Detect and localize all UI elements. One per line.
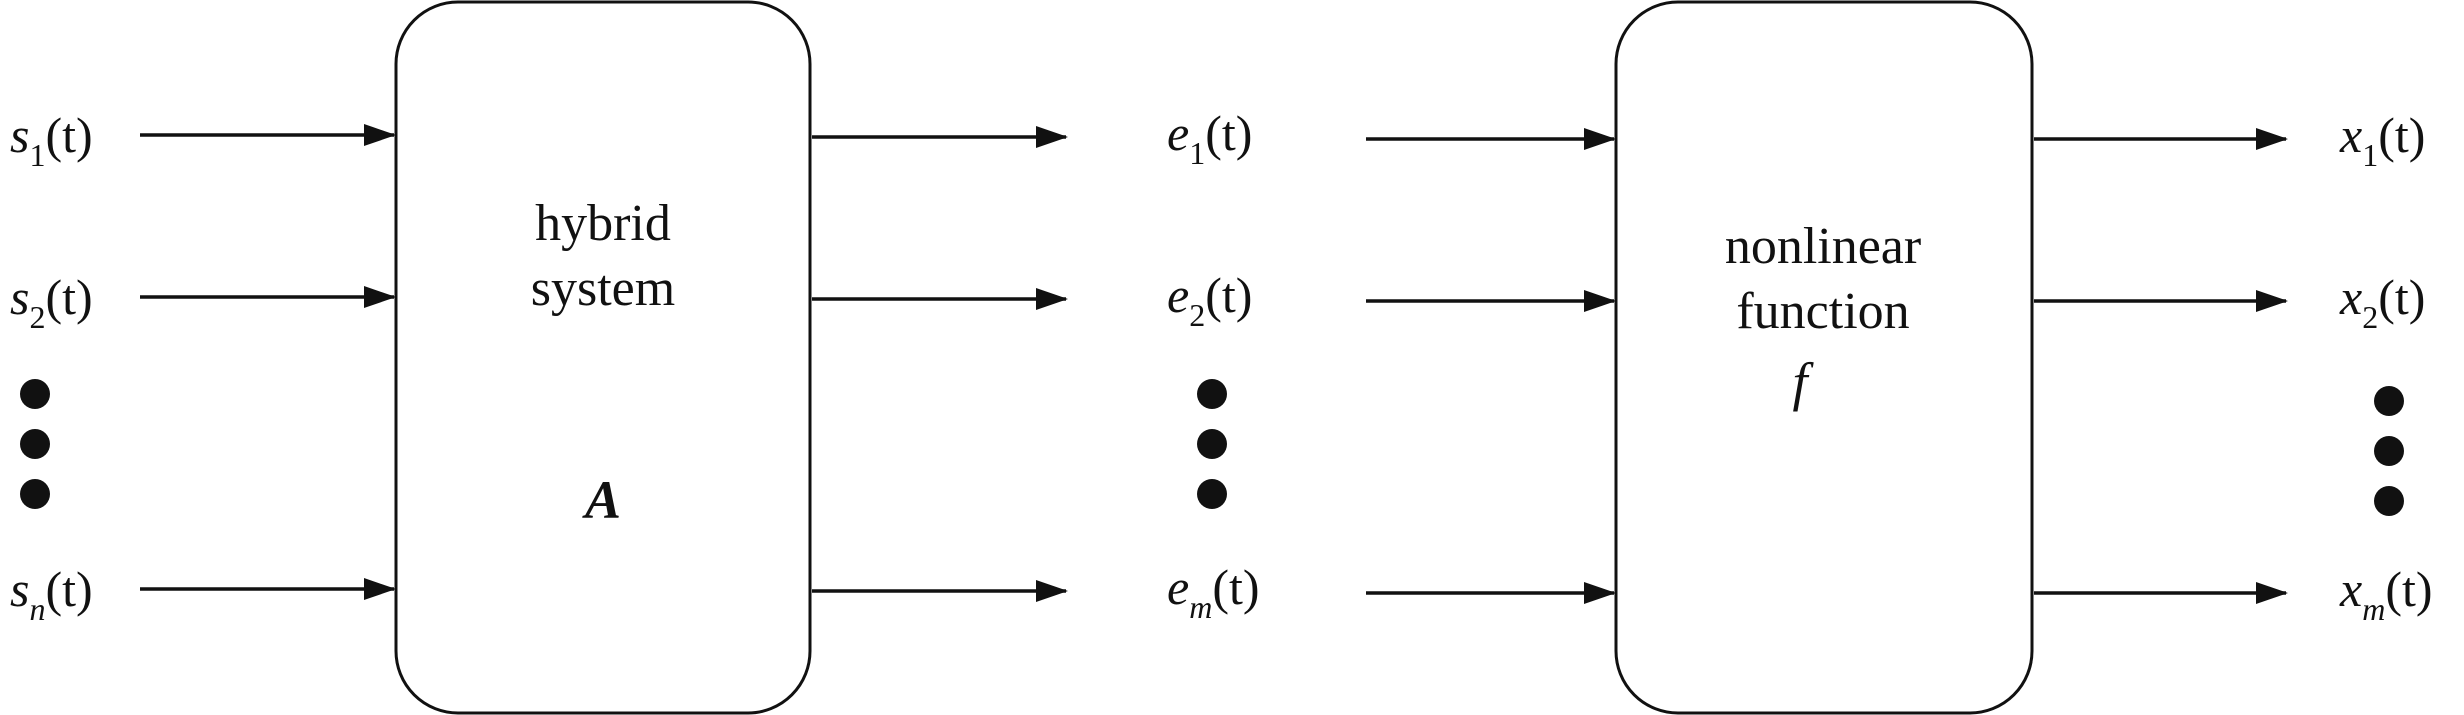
nonlinear-function-block [1614, 0, 2034, 715]
hybrid-system-block [394, 0, 812, 715]
label-x2: x2(t) [2339, 269, 2425, 335]
label-sn: sn(t) [10, 561, 93, 627]
label-x1: x1(t) [2339, 107, 2425, 173]
label-e2: e2(t) [1167, 267, 1252, 333]
label-s1: s1(t) [10, 107, 93, 173]
nonlinear-block-line2: function [1736, 283, 1909, 340]
input-ellipsis [20, 379, 50, 509]
nonlinear-block-line1: nonlinear [1725, 218, 1921, 275]
label-xm: xm(t) [2339, 561, 2433, 627]
label-e1: e1(t) [1167, 105, 1252, 171]
mixture-ellipsis [1197, 379, 1227, 509]
hybrid-block-symbol: A [582, 470, 621, 530]
hybrid-block-line1: hybrid [535, 195, 671, 252]
label-s2: s2(t) [10, 269, 93, 335]
label-em: em(t) [1167, 559, 1260, 625]
output-ellipsis [2374, 386, 2404, 516]
hybrid-block-line2: system [531, 260, 675, 317]
